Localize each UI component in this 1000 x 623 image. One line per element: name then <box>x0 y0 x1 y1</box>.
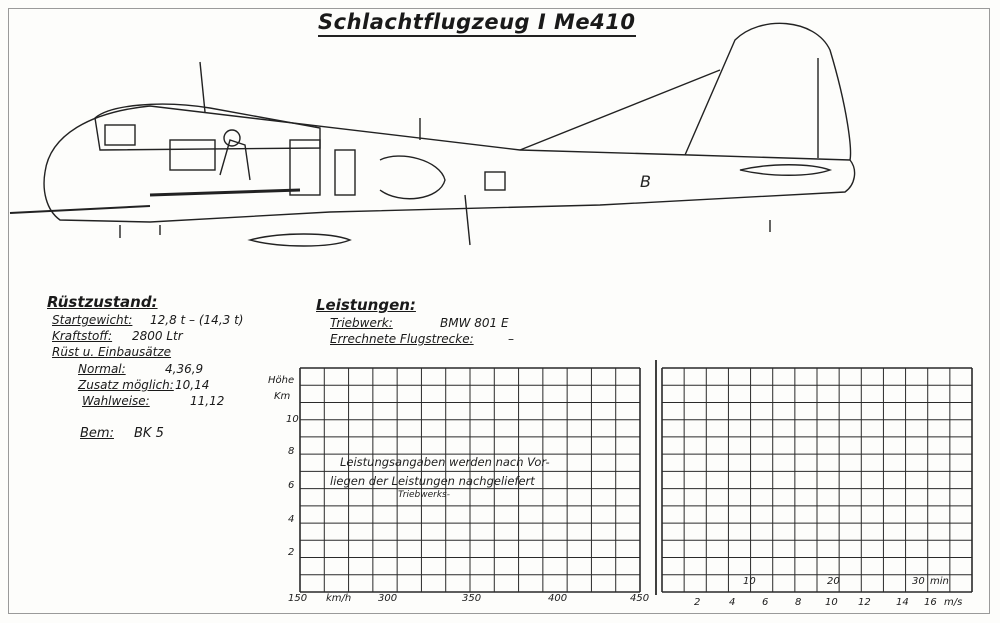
x-tick: 350 <box>462 593 482 604</box>
flugstrecke-value: – <box>508 332 514 346</box>
climb-rate-tick: 4 <box>729 597 736 608</box>
climb-rate-tick: 16 <box>924 597 937 608</box>
triebwerk-value: BMW 801 E <box>440 316 509 330</box>
bemerkung-label: Bem: <box>80 426 114 441</box>
y-tick: 2 <box>288 547 295 558</box>
startgewicht-value: 12,8 t – (14,3 t) <box>150 313 244 327</box>
performance-note-line3: Triebwerks- <box>398 490 450 500</box>
x-tick: 450 <box>630 593 650 604</box>
climb-rate-tick: 14 <box>896 597 909 608</box>
ruest-einbausaetze-label: Rüst u. Einbausätze <box>52 345 172 359</box>
flugstrecke-label: Errechnete Flugstrecke: <box>330 332 474 346</box>
climb-rate-tick: 6 <box>762 597 769 608</box>
climb-rate-tick: 12 <box>858 597 871 608</box>
page-title: Schlachtflugzeug I Me410 <box>318 10 636 37</box>
ruestzustand-heading: Rüstzustand: <box>47 293 158 311</box>
leistungen-heading: Leistungen: <box>316 296 416 314</box>
performance-note-line2: liegen der Leistungen nachgeliefert <box>330 474 535 488</box>
x-tick: 400 <box>548 593 568 604</box>
startgewicht-label: Startgewicht: <box>52 313 133 327</box>
climb-time-unit: min <box>930 576 949 587</box>
x-tick: km/h <box>326 593 352 604</box>
y-tick: 6 <box>288 480 295 491</box>
normal-value: 4,36,9 <box>165 362 204 376</box>
y-tick: 10 <box>286 414 299 425</box>
x-tick: 150 <box>288 593 308 604</box>
climb-time-tick: 30 <box>912 576 925 587</box>
wahlweise-value: 11,12 <box>190 394 225 408</box>
bemerkung-value: BK 5 <box>134 426 164 441</box>
page-frame <box>8 8 990 614</box>
climb-time-tick: 10 <box>743 576 756 587</box>
climb-time-tick: 20 <box>827 576 840 587</box>
wahlweise-label: Wahlweise: <box>82 394 150 408</box>
kraftstoff-value: 2800 Ltr <box>132 329 183 343</box>
performance-note-line1: Leistungsangaben werden nach Vor- <box>340 455 550 469</box>
zusatz-label: Zusatz möglich: <box>78 378 174 392</box>
climb-rate-tick: 8 <box>795 597 802 608</box>
tail-marking: B <box>640 172 651 191</box>
y-axis-unit: Km <box>274 391 291 402</box>
x-tick: 300 <box>378 593 398 604</box>
normal-label: Normal: <box>78 362 126 376</box>
climb-rate-unit: m/s <box>944 597 963 608</box>
y-tick: 8 <box>288 446 295 457</box>
zusatz-value: 10,14 <box>175 378 210 392</box>
kraftstoff-label: Kraftstoff: <box>52 329 113 343</box>
climb-rate-tick: 2 <box>694 597 701 608</box>
triebwerk-label: Triebwerk: <box>330 316 393 330</box>
y-axis-label: Höhe <box>268 375 295 386</box>
y-tick: 4 <box>288 514 295 525</box>
climb-rate-tick: 10 <box>825 597 838 608</box>
